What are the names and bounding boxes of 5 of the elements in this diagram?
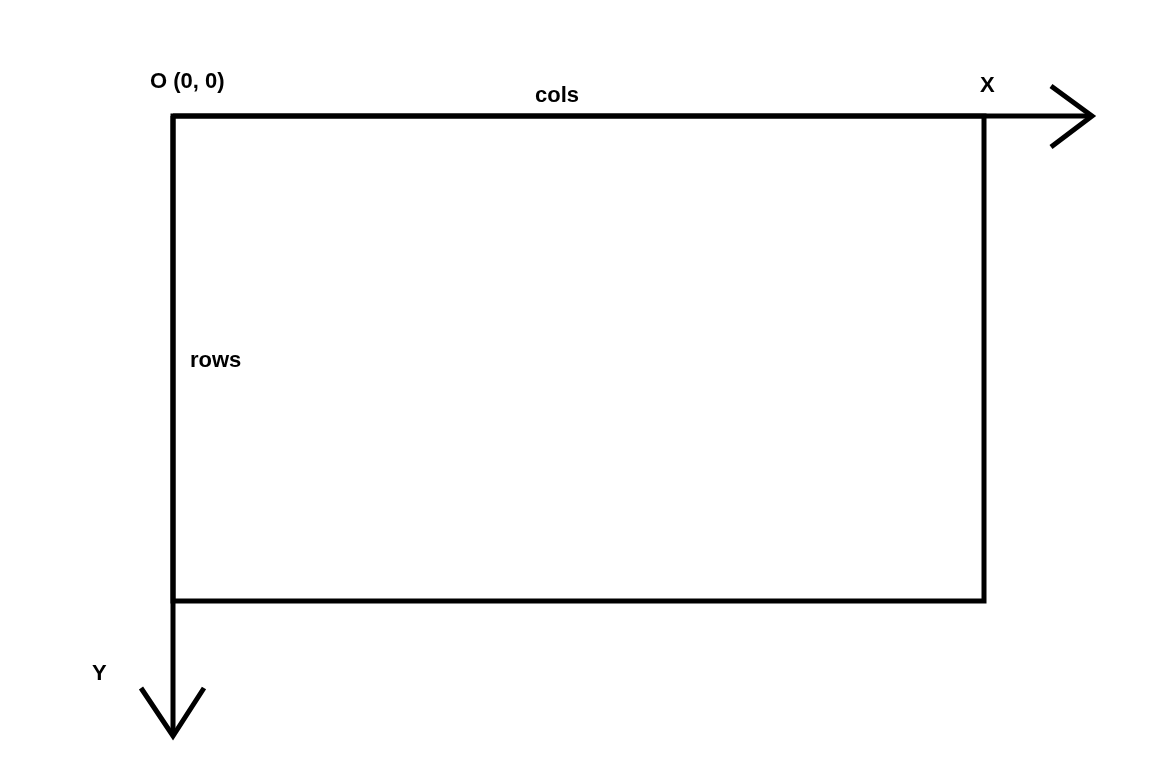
- axis-caption: cols: [535, 84, 580, 106]
- axis-caption: rows: [190, 349, 242, 371]
- origin-label: O (0, 0): [150, 70, 225, 92]
- axis-name: X: [980, 74, 995, 96]
- axis-name: Y: [92, 662, 107, 684]
